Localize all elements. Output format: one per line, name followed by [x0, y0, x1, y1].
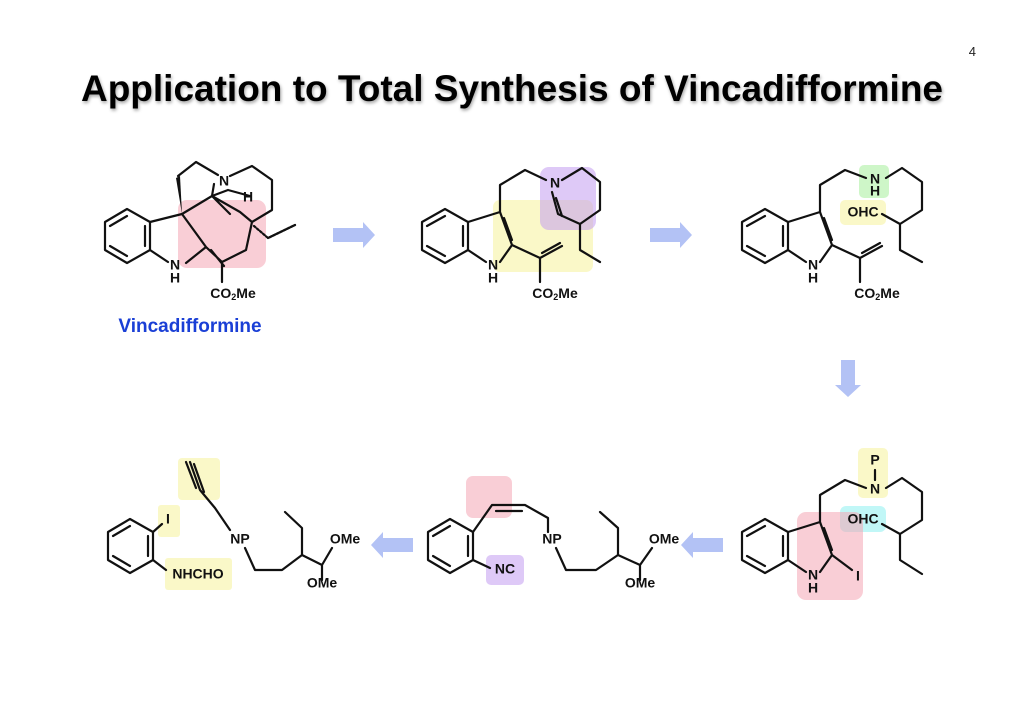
amine-label: NP	[542, 531, 561, 547]
methoxy-label-2: OMe	[625, 575, 656, 591]
atom-nh-n: N	[808, 257, 818, 273]
atom-n: N	[870, 481, 880, 497]
atom-amine-h: H	[870, 183, 880, 199]
atom-amine-n: N	[870, 171, 880, 187]
atom-nh-n: N	[488, 257, 498, 273]
compound-name-caption: Vincadifformine	[118, 316, 261, 337]
structure-vincadifformine: N H N H CO2Me Vincadifformine	[103, 160, 297, 337]
slide-title: Application to Total Synthesis of Vincad…	[80, 68, 944, 109]
ester-label: CO2Me	[210, 285, 256, 303]
structure-intermediate-3: P N OHC N H I	[740, 452, 924, 596]
structure-intermediate-1: N N H CO2Me	[420, 166, 602, 303]
atom-nh-h: H	[808, 580, 818, 596]
structure-intermediate-4: NC NP OMe OMe	[426, 503, 680, 591]
highlight-green-amine	[859, 165, 889, 198]
formamide-label: NHCHO	[172, 566, 223, 582]
highlight-yellow-np	[858, 448, 888, 498]
arrow-down-icon	[835, 360, 861, 397]
structure-intermediate-2: N H OHC N H CO2Me	[740, 166, 924, 303]
atom-nh-n: N	[170, 257, 180, 273]
highlight-purple-isonitrile	[486, 555, 524, 585]
arrow-right-icon	[333, 222, 375, 248]
page-number: 4	[968, 44, 976, 59]
atom-nh-h: H	[808, 270, 818, 286]
atom-n: N	[219, 173, 229, 189]
aldehyde-label: OHC	[847, 511, 878, 527]
atom-nh-h: H	[170, 270, 180, 286]
protecting-group-label: P	[870, 452, 879, 468]
highlight-purple-enamine	[540, 167, 596, 230]
highlight-yellow-formamide	[165, 558, 232, 590]
methoxy-label-1: OMe	[330, 531, 361, 547]
arrow-left-icon	[371, 532, 413, 558]
ester-label: CO2Me	[532, 285, 578, 303]
methoxy-label-2: OMe	[307, 575, 338, 591]
atom-nh-h: H	[488, 270, 498, 286]
methoxy-label-1: OMe	[649, 531, 680, 547]
atom-h: H	[243, 189, 253, 205]
arrow-right-icon	[650, 222, 692, 248]
structure-starting-material: I NHCHO NP OMe OMe	[106, 460, 361, 591]
highlight-yellow-iodide	[158, 505, 180, 537]
aldehyde-label: OHC	[847, 204, 878, 220]
arrow-left-icon	[681, 532, 723, 558]
highlight-yellow-aldehyde	[840, 200, 886, 225]
atom-nh-n: N	[808, 567, 818, 583]
ester-label: CO2Me	[854, 285, 900, 303]
highlight-pink-alkene	[466, 476, 512, 518]
iodo-label: I	[856, 568, 860, 584]
atom-n: N	[550, 175, 560, 191]
amine-label: NP	[230, 531, 249, 547]
isonitrile-label: NC	[495, 561, 515, 577]
iodo-label: I	[166, 511, 170, 527]
